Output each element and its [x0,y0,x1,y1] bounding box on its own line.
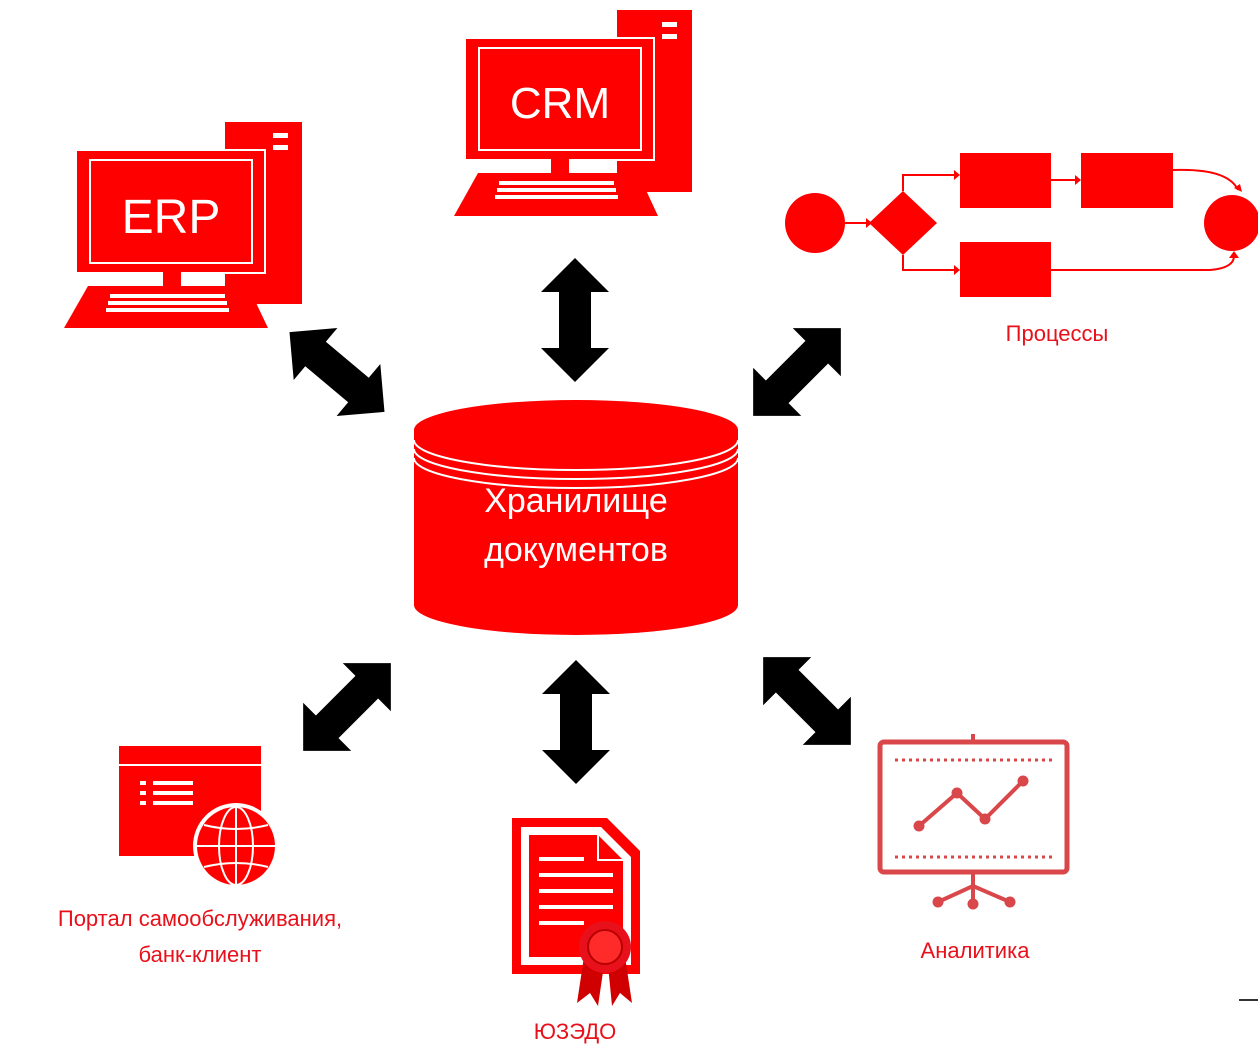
arrow-portal-storage [279,639,415,775]
arrow-analytics-storage [739,633,875,769]
web-portal-globe-icon [119,746,279,889]
portal-label-line2: банк-клиент [139,942,262,967]
certified-document-icon [512,818,640,1006]
processes-label: Процессы [1006,321,1109,346]
presentation-chart-icon [877,734,1070,910]
arrow-erp-storage [267,306,407,438]
arrow-crm-storage [541,258,609,382]
process-flowchart-icon [785,153,1258,297]
analytics-label: Аналитика [921,938,1031,963]
center-label-line2: документов [484,531,668,569]
erp-computer-icon: ERP [64,122,302,328]
edo-label: ЮЗЭДО [534,1019,617,1044]
center-label-line1: Хранилище [484,482,668,520]
crm-label: CRM [510,79,610,128]
portal-label-line1: Портал самообслуживания, [58,906,342,931]
arrow-processes-storage [729,304,865,440]
erp-label: ERP [122,191,221,244]
database-cylinder-icon [413,400,739,635]
crm-computer-icon: CRM [454,10,692,216]
arrow-edo-storage [542,660,610,784]
